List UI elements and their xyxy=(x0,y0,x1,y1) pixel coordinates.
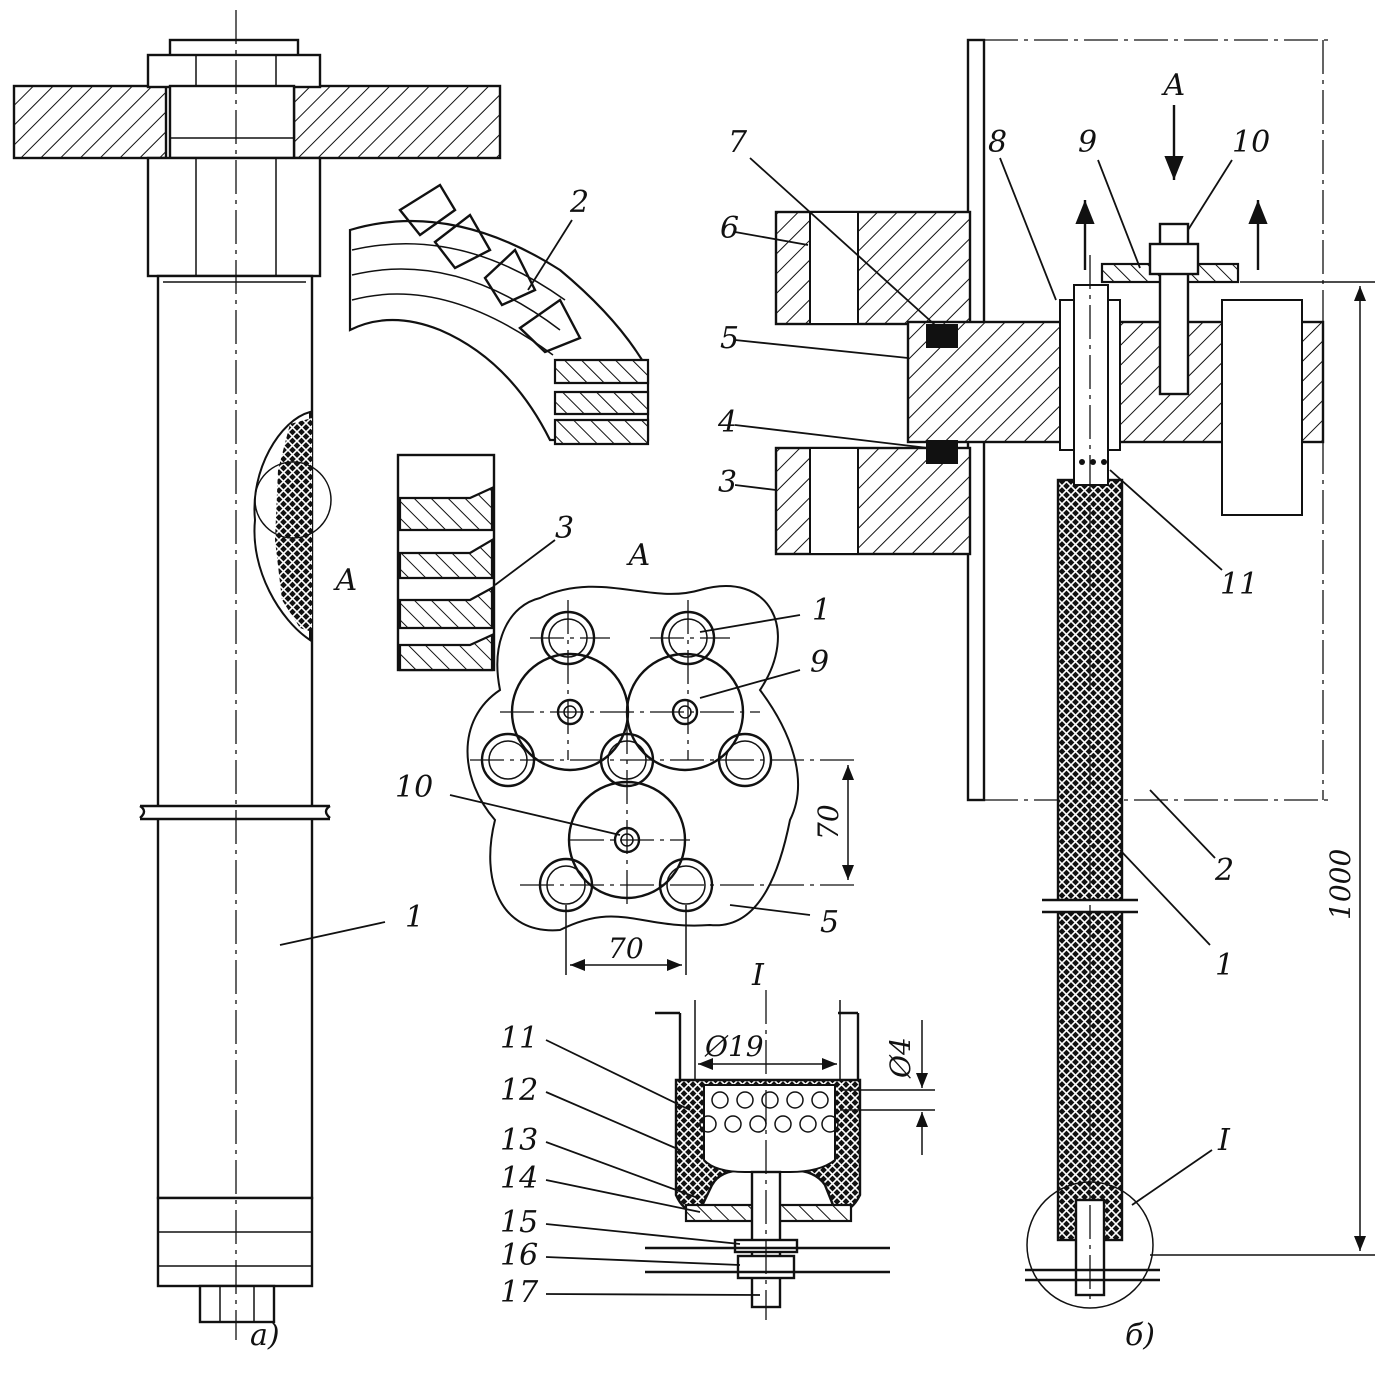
section-a-label-10: 10 xyxy=(395,770,433,805)
view-b-caption: б) xyxy=(1125,1318,1155,1353)
tube-sheet-outline xyxy=(466,585,799,932)
view-b-label-5: 5 xyxy=(720,321,739,356)
view-b-label-8: 8 xyxy=(988,125,1007,160)
section-a-label-9: 9 xyxy=(810,645,829,680)
rings-label-3: 3 xyxy=(555,511,574,546)
view-b-label-3: 3 xyxy=(718,465,737,500)
detail-i-label-11: 11 xyxy=(500,1021,538,1056)
section-a-label-5: 5 xyxy=(820,905,839,940)
detail-i-label-13: 13 xyxy=(500,1123,538,1158)
view-b-label-9: 9 xyxy=(1078,125,1097,160)
filter-tube xyxy=(156,274,314,1200)
detail-a-circle xyxy=(254,461,332,539)
detail-i-title: I xyxy=(751,958,765,993)
view-b-label-2: 2 xyxy=(1214,853,1234,888)
detail-i: I Ø19 Ø4 11 12 13 14 15 16 xyxy=(500,958,935,1320)
view-b-label-view-A: А xyxy=(1161,68,1186,103)
view-b-label-11: 11 xyxy=(1220,567,1258,602)
detail-i-label-16: 16 xyxy=(500,1238,538,1273)
end-cap xyxy=(156,1196,314,1288)
section-a-dim-vertical: 70 xyxy=(812,804,845,840)
view-b-dim-height: 1000 xyxy=(1324,849,1357,920)
view-b-label-1: 1 xyxy=(1215,948,1234,983)
view-b-label-7: 7 xyxy=(728,125,748,160)
detail-i-dim-d19: Ø19 xyxy=(704,1030,764,1063)
view-a-label-1: 1 xyxy=(405,900,424,935)
detail-i-dim-d4: Ø4 xyxy=(884,1037,917,1079)
end-nut xyxy=(198,1284,276,1324)
view-a-label-detail-A: А xyxy=(333,563,358,598)
perforation-holes xyxy=(699,1091,839,1133)
section-a-dim-horizontal: 70 xyxy=(608,932,644,965)
hex-nut xyxy=(146,53,322,89)
section-a-label-1: 1 xyxy=(812,593,831,628)
detail-i-label-14: 14 xyxy=(500,1161,538,1196)
view-b-assembly: 1000 А 6 7 5 4 3 8 9 10 11 2 1 I б) xyxy=(717,38,1375,1353)
detail-i-label-15: 15 xyxy=(500,1205,538,1240)
detail-i-label-12: 12 xyxy=(500,1073,538,1108)
view-a-filter-element: 1 А а) xyxy=(12,10,502,1353)
bushing xyxy=(168,84,296,160)
rings-detail: 2 3 xyxy=(348,183,650,672)
section-a-title: А xyxy=(626,538,651,573)
section-a-plan: А 70 70 xyxy=(395,538,860,975)
rings-label-2: 2 xyxy=(569,185,589,220)
detail-i-label-17: 17 xyxy=(500,1275,539,1310)
head-fitting xyxy=(146,156,322,278)
lower-flange xyxy=(774,446,972,556)
view-b-label-4: 4 xyxy=(717,405,737,440)
view-b-label-detail-I: I xyxy=(1217,1123,1231,1158)
view-a-caption: а) xyxy=(250,1318,280,1353)
top-plate-left xyxy=(12,84,168,160)
view-b-label-6: 6 xyxy=(720,211,739,246)
view-b-label-10: 10 xyxy=(1232,125,1270,160)
top-plate-right xyxy=(292,84,502,160)
